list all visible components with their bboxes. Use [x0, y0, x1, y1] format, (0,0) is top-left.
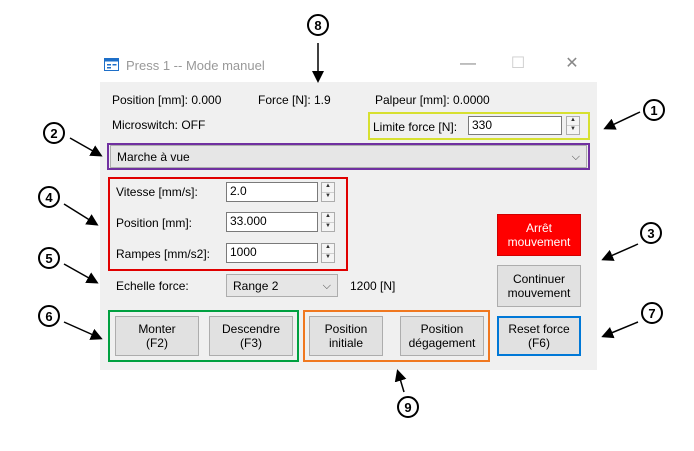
position-buttons-highlight — [303, 310, 490, 362]
position-label: Position [mm]: — [116, 216, 193, 230]
window-title: Press 1 -- Mode manuel — [126, 58, 265, 73]
spin-up-icon[interactable]: ▲ — [322, 183, 334, 193]
maximize-button[interactable]: ☐ — [510, 55, 526, 72]
stop-movement-button[interactable]: Arrêt mouvement — [497, 214, 581, 256]
callout-8: 8 — [307, 14, 329, 36]
mode-select[interactable]: Marche à vue ⌵ — [110, 145, 587, 168]
chevron-down-icon: ⌵ — [322, 280, 331, 292]
position-spinner[interactable]: ▲▼ — [321, 212, 335, 232]
close-button[interactable]: ✕ — [565, 55, 579, 72]
app-window-icon — [104, 58, 119, 71]
spin-down-icon[interactable]: ▼ — [325, 192, 331, 199]
position-readout: Position [mm]: 0.000 — [112, 93, 222, 107]
force-readout: Force [N]: 1.9 — [258, 93, 331, 107]
spin-down-icon[interactable]: ▼ — [325, 222, 331, 229]
force-limit-input[interactable]: 330 — [468, 116, 562, 135]
callout-3: 3 — [640, 222, 662, 244]
callout-9: 9 — [397, 396, 419, 418]
move-up-button[interactable]: Monter (F2) — [115, 316, 199, 356]
continue-movement-button[interactable]: Continuer mouvement — [497, 265, 581, 307]
arrow-2 — [69, 137, 103, 157]
force-scale-select[interactable]: Range 2 ⌵ — [226, 274, 338, 297]
force-scale-label: Echelle force: — [116, 279, 189, 293]
arrow-9 — [394, 369, 407, 393]
mode-select-highlight — [107, 143, 590, 170]
chevron-down-icon: ⌵ — [571, 151, 580, 163]
spin-up-icon[interactable]: ▲ — [567, 117, 579, 126]
title-bar — [100, 50, 597, 82]
arrow-7 — [601, 321, 639, 339]
ramps-label: Rampes [mm/s2]: — [116, 247, 211, 261]
callout-6: 6 — [38, 305, 60, 327]
speed-input[interactable]: 2.0 — [226, 182, 318, 202]
callout-7: 7 — [641, 302, 663, 324]
spin-up-icon[interactable]: ▲ — [322, 213, 334, 223]
ramps-input[interactable]: 1000 — [226, 243, 318, 263]
callout-5: 5 — [38, 247, 60, 269]
arrow-3 — [601, 243, 639, 261]
arrow-5 — [63, 263, 99, 284]
arrow-6 — [63, 321, 103, 340]
reset-force-button[interactable]: Reset force (F6) — [497, 316, 581, 356]
spin-down-icon[interactable]: ▼ — [325, 253, 331, 260]
speed-spinner[interactable]: ▲▼ — [321, 182, 335, 202]
jog-buttons-highlight — [108, 310, 299, 362]
initial-position-button[interactable]: Position initiale — [309, 316, 383, 356]
move-down-button[interactable]: Descendre (F3) — [209, 316, 293, 356]
release-position-button[interactable]: Position dégagement — [400, 316, 484, 356]
arrow-1 — [603, 111, 641, 130]
minimize-button[interactable]: — — [460, 55, 476, 72]
spin-up-icon[interactable]: ▲ — [322, 244, 334, 254]
arrow-4 — [63, 203, 99, 226]
callout-1: 1 — [643, 99, 665, 121]
speed-label: Vitesse [mm/s]: — [116, 185, 198, 199]
force-scale-range: 1200 [N] — [350, 279, 396, 293]
force-scale-value: Range 2 — [233, 279, 279, 293]
force-limit-label: Limite force [N]: — [373, 120, 458, 134]
mode-select-value: Marche à vue — [117, 150, 190, 164]
microswitch-readout: Microswitch: OFF — [112, 118, 206, 132]
spin-down-icon[interactable]: ▼ — [570, 126, 576, 132]
callout-2: 2 — [43, 122, 65, 144]
position-input[interactable]: 33.000 — [226, 212, 318, 232]
callout-4: 4 — [38, 186, 60, 208]
force-limit-spinner[interactable]: ▲▼ — [566, 116, 580, 135]
force-limit-highlight — [368, 112, 590, 140]
ramps-spinner[interactable]: ▲▼ — [321, 243, 335, 263]
palpeur-readout: Palpeur [mm]: 0.0000 — [375, 93, 490, 107]
motion-params-highlight — [108, 177, 348, 271]
